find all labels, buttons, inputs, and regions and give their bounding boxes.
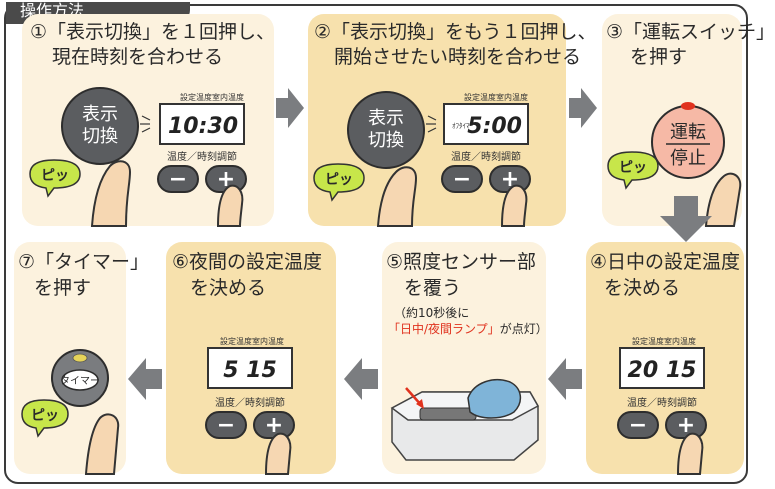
room-temp-label: 室内温度 (252, 336, 284, 346)
finger-icon (676, 432, 704, 475)
step-6-line1: ⑥夜間の設定温度 (172, 251, 323, 273)
arrow-right-icon (276, 88, 304, 128)
arrow-down-icon (660, 196, 712, 242)
lcd-display (207, 347, 293, 389)
lcd-time: 5:00 (467, 114, 522, 139)
minus-icon: − (629, 413, 647, 438)
minus-icon: − (453, 167, 471, 192)
arrow-left-icon (128, 358, 162, 400)
finger-icon (84, 413, 120, 475)
step-5-note2-tail: が点灯） (499, 322, 548, 336)
set-temp-label: 設定温度 (632, 336, 664, 346)
step-4-line2: を決める (604, 277, 681, 299)
blink-icon (140, 115, 151, 133)
arrow-right-icon (569, 88, 597, 128)
beep-text: ピッ (325, 172, 353, 188)
button-label-bottom: 切換 (82, 126, 118, 147)
adjust-label: 温度／時刻調節 (215, 396, 285, 409)
display-toggle-button[interactable] (61, 87, 139, 165)
lcd-off-timer-label: ｵﾌﾀｲﾏｰ (452, 122, 473, 130)
set-temp-label: 設定温度 (220, 336, 252, 346)
speech-bubble (313, 163, 365, 202)
beep-text: ピッ (31, 408, 59, 424)
display-toggle-button[interactable] (347, 91, 425, 169)
minus-button[interactable] (205, 411, 247, 439)
speech-bubble (607, 151, 659, 190)
lcd-display (443, 103, 529, 145)
lcd-display (619, 347, 705, 389)
minus-button[interactable] (157, 165, 199, 193)
step-1-line1: ①「表示切換」を１回押し、 (30, 21, 276, 43)
adjust-label: 温度／時刻調節 (627, 396, 697, 409)
minus-icon: − (217, 413, 235, 438)
power-lamp (681, 102, 695, 110)
finger-icon (376, 166, 418, 227)
finger-icon (90, 160, 132, 227)
step-3-illustration: 運転 停止 ピッ (607, 102, 742, 227)
step-3-line2: を押す (630, 46, 688, 68)
button-label-top: 表示 (368, 108, 404, 129)
step-7-illustration: タイマー ピッ (21, 349, 120, 475)
room-temp-label: 室内温度 (496, 92, 528, 102)
blink-icon (426, 115, 437, 133)
step-7-line1: ⑦「タイマー」 (18, 251, 150, 273)
adjust-label: 温度／時刻調節 (167, 150, 237, 163)
plus-icon: + (265, 413, 283, 438)
step-5-line1: ⑤照度センサー部 (386, 251, 537, 273)
speech-bubble (29, 159, 81, 198)
lcd-temps: 5 15 (223, 358, 277, 383)
step-6-illustration: 設定温度 室内温度 5 15 温度／時刻調節 − + (205, 336, 295, 475)
button-label-top: 運転 (670, 122, 706, 143)
step-5-illustration (390, 378, 540, 461)
step-2-line2: 開始させたい時刻を合わせる (334, 46, 582, 68)
lcd-time: 10:30 (168, 114, 238, 139)
step-4-line1: ④日中の設定温度 (590, 251, 741, 273)
step-2-illustration: 表示 切換 設定温度 室内温度 ｵﾌﾀｲﾏｰ 5:00 温度／時刻調節 − + … (313, 91, 531, 227)
button-label-bottom: 切換 (368, 130, 404, 151)
plus-icon: + (677, 413, 695, 438)
minus-button[interactable] (617, 411, 659, 439)
room-temp-label: 室内温度 (212, 92, 244, 102)
minus-icon: − (169, 167, 187, 192)
step-2-line1: ②「表示切換」をもう１回押し、 (314, 21, 597, 43)
timer-button-label: タイマー (60, 375, 100, 387)
timer-button-face (61, 369, 99, 391)
step-1-illustration: 表示 切換 設定温度 室内温度 10:30 温度／時刻調節 − + ピッ (29, 87, 247, 227)
arrow-left-icon (344, 358, 378, 400)
adjust-label: 温度／時刻調節 (451, 150, 521, 163)
speech-bubble (21, 399, 69, 438)
beep-text: ピッ (41, 168, 69, 184)
lcd-temps: 20 15 (628, 358, 697, 383)
day-night-lamp-label: 「日中/夜間ランプ」 (388, 322, 500, 336)
finger-icon (264, 432, 292, 475)
step-5-note2: 「日中/夜間ランプ」が点灯） (388, 320, 548, 337)
step-5-note1: （約10秒後に (394, 306, 470, 320)
set-temp-label: 設定温度 (180, 92, 212, 102)
step-3-line1: ③「運転スイッチ」 (606, 21, 775, 43)
set-temp-label: 設定温度 (464, 92, 496, 102)
timer-lamp (72, 353, 88, 363)
step-4-illustration: 設定温度 室内温度 20 15 温度／時刻調節 − + (617, 336, 707, 475)
lcd-display (159, 103, 245, 145)
finger-icon-2 (216, 184, 244, 227)
button-label-bottom: 停止 (670, 148, 706, 169)
arrow-left-icon (548, 358, 582, 400)
step-7-line2: を押す (34, 277, 92, 299)
hand-cover-icon (467, 378, 522, 419)
finger-icon (704, 172, 742, 227)
room-temp-label: 室内温度 (664, 336, 696, 346)
sensor-panel (419, 407, 477, 421)
beep-text: ピッ (619, 160, 647, 176)
step-5-line2: を覆う (404, 277, 462, 299)
finger-icon-2 (500, 184, 528, 227)
step-6-line2: を決める (190, 277, 267, 299)
minus-button[interactable] (441, 165, 483, 193)
button-label-top: 表示 (82, 104, 118, 125)
sensor-arrow-head (416, 399, 424, 409)
step-1-line2: 現在時刻を合わせる (52, 46, 224, 68)
